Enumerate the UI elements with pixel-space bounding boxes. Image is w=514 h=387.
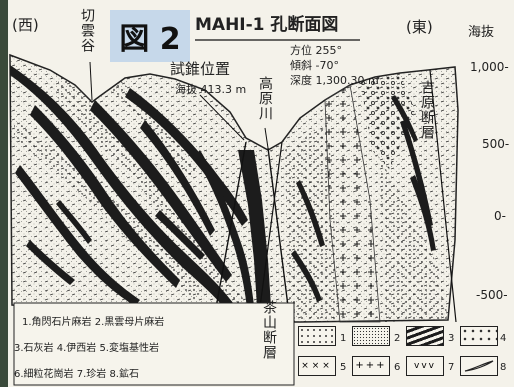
amphibolite-band-6 (15, 165, 140, 306)
center-fault-label: 茶山断層 (261, 300, 277, 360)
east-lens-3 (410, 175, 436, 251)
amphibolite-lens-3 (26, 240, 75, 285)
amphibolite-lens-2 (155, 210, 205, 260)
river-leader (264, 127, 269, 149)
elevation-tick-minus500: -500- (476, 288, 508, 302)
drill-elevation-label: 海抜 413.3 m (175, 83, 247, 96)
legend-swatch-4 (460, 326, 498, 346)
amphibolite-band-1 (10, 65, 250, 340)
chayama-fault-line (267, 147, 291, 323)
granite-body (325, 85, 380, 322)
amphibolite-band-4 (125, 88, 248, 226)
figure-title: MAHI-1 孔断面図 (195, 15, 339, 35)
drill-leader (199, 94, 245, 141)
east-lens-1 (400, 120, 433, 227)
east-dotted-zone-2 (380, 160, 448, 322)
drill-site-label: 試錐位置 (170, 60, 231, 78)
band-west-3 (112, 80, 198, 178)
amphibolite-band-2 (30, 105, 180, 288)
amphibolite-band-5 (140, 120, 215, 236)
legend-swatch-1 (298, 326, 336, 346)
drill-hole-line (211, 141, 247, 331)
inclination-label: 傾斜 -70° (290, 59, 339, 72)
fault-line-2 (257, 141, 283, 323)
legend-frame (13, 302, 295, 386)
valley-leader (89, 61, 93, 101)
legend-number-2: 2 (394, 333, 401, 344)
legend-line-2: 3.石灰岩 4.伊西岩 5.変塩基性岩 (14, 343, 159, 354)
east-fault-label: 吉原断層 (419, 80, 435, 140)
amphibolite-band-7 (194, 150, 255, 316)
legend-swatch-7: vvv (406, 356, 444, 376)
east-circles (360, 73, 415, 170)
east-lens-2 (391, 95, 418, 142)
ore-lens-icon (464, 360, 494, 372)
west-label: (西) (12, 16, 39, 34)
legend-number-4: 4 (500, 333, 507, 344)
legend-swatch-2 (352, 326, 390, 346)
valley-label: 切雲谷 (79, 8, 95, 53)
legend-number-6: 6 (394, 362, 401, 373)
depth-label: 深度 1,300.30 m (290, 74, 379, 87)
east-label: (東) (406, 18, 433, 36)
legend-swatch-6: +++ (352, 356, 390, 376)
east-lens-5 (291, 250, 322, 302)
legend-number-5: 5 (340, 362, 347, 373)
legend-swatch-5: ××× (298, 356, 336, 376)
elevation-tick-1000: 1,000- (470, 60, 509, 74)
azimuth-label: 方位 255° (290, 44, 342, 57)
page-edge-strip (0, 0, 8, 387)
elevation-tick-500: 500- (482, 137, 510, 151)
legend-number-3: 3 (448, 333, 455, 344)
legend-line-1: 1.角閃石片麻岩 2.黒雲母片麻岩 (22, 317, 165, 328)
legend-swatch-3 (406, 326, 444, 346)
legend-number-8: 8 (500, 362, 507, 373)
amphibolite-band-3 (90, 100, 232, 282)
axis-title: 海抜 (468, 25, 495, 40)
east-lens-4 (296, 180, 325, 247)
yoshihara-fault-line (429, 69, 457, 323)
legend-line-3: 6.細粒花崗岩 7.珍岩 8.鉱石 (14, 369, 139, 380)
amphibolite-lens-1 (56, 200, 92, 244)
figure-number-badge: 図 2 (110, 10, 190, 62)
legend-number-7: 7 (448, 362, 455, 373)
figure-number: 図 2 (119, 22, 181, 57)
legend-number-1: 1 (340, 333, 347, 344)
river-label: 高原川 (257, 76, 273, 121)
elevation-tick-0: 0- (494, 209, 506, 223)
legend-swatch-8 (460, 356, 498, 376)
